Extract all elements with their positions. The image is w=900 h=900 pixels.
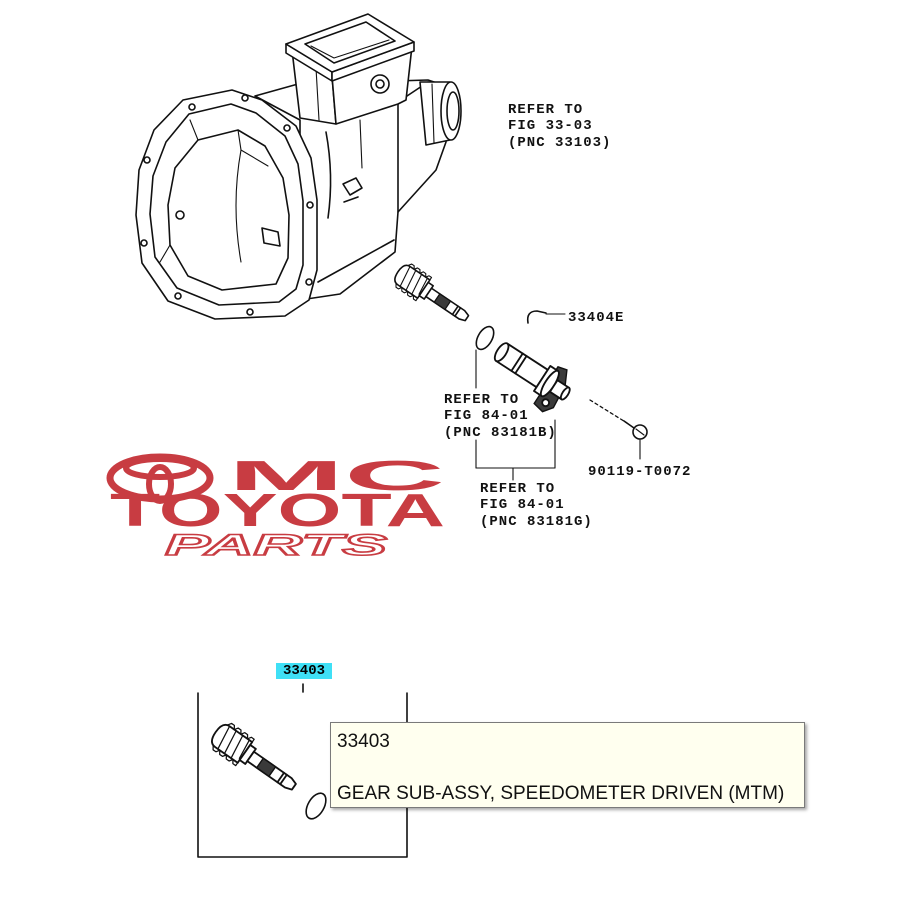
tailpiece-extension <box>419 81 462 146</box>
tooltip-part-number: 33403 <box>337 731 390 752</box>
case-lower-edge <box>317 239 395 283</box>
refer-line-3[interactable]: (PNC 33103) <box>508 135 611 151</box>
tooltip-description: GEAR SUB-ASSY, SPEEDOMETER DRIVEN (MTM) <box>337 783 785 804</box>
refer-line-3[interactable]: (PNC 83181B) <box>444 425 557 441</box>
watermark-toyota: TOYOTA <box>110 484 445 536</box>
sleeve-steps <box>510 352 528 375</box>
omc-toyota-parts-watermark: MC TOYOTA PARTS <box>106 452 445 563</box>
refer-line-3[interactable]: (PNC 83181G) <box>480 514 593 530</box>
gear-teeth-lines <box>399 265 428 295</box>
transmission-case <box>135 13 462 320</box>
bolt-hole <box>246 308 254 316</box>
clip-shape <box>526 310 547 324</box>
sleeve-nub-face <box>559 386 571 401</box>
gear-teeth-top <box>407 263 433 281</box>
tailpiece-shading <box>431 83 435 144</box>
tower-boss <box>370 74 390 94</box>
emblem-vertical-ring <box>146 464 174 504</box>
bell-inner-boss <box>175 210 185 220</box>
case-shading-line <box>359 119 363 169</box>
bolt-hole <box>306 201 314 209</box>
bolt-hole <box>241 94 249 102</box>
bell-rib <box>159 244 171 263</box>
gear-worm-band <box>433 293 452 311</box>
bell-housing-flange <box>135 89 318 320</box>
detail-speedometer-driven-gear[interactable] <box>206 719 303 800</box>
gear-teeth-bottom <box>212 745 239 767</box>
bell-housing-bore <box>167 129 290 291</box>
gear-teeth-lines <box>217 725 250 760</box>
case-side-rib <box>325 131 332 219</box>
tailpiece-bore <box>446 91 460 131</box>
refer-line-2[interactable]: FIG 84-01 <box>480 497 565 513</box>
bolt-hole <box>140 239 148 247</box>
bolt-90119-t0072[interactable]: 90119-T0072 <box>588 399 691 480</box>
bell-housing <box>135 89 318 320</box>
speedometer-driven-gear[interactable] <box>390 260 474 330</box>
flange-bolt-holes <box>140 94 314 316</box>
highlighted-part-callout[interactable]: 33403 <box>276 663 332 679</box>
clip-part-number[interactable]: 33404E <box>568 310 624 326</box>
refer-fig-84-01-a[interactable]: REFER TO FIG 84-01 (PNC 83181B) <box>444 392 557 441</box>
reference-bracket <box>475 349 556 481</box>
cover-opening-depth <box>310 39 390 59</box>
emblem-horizontal-ring <box>123 456 197 480</box>
bolt-hole <box>188 103 196 111</box>
bolt-head-mark <box>635 428 645 436</box>
refer-line-1[interactable]: REFER TO <box>508 102 583 118</box>
refer-fig-84-01-b[interactable]: REFER TO FIG 84-01 (PNC 83181G) <box>480 481 593 530</box>
case-small-rib <box>343 196 359 203</box>
detail-o-ring[interactable] <box>302 790 330 822</box>
refer-line-1[interactable]: REFER TO <box>444 392 519 408</box>
watermark-parts: PARTS <box>165 529 387 562</box>
release-fork-window <box>261 227 281 247</box>
gear-teeth-top <box>227 722 255 743</box>
gear-worm-band <box>255 757 277 778</box>
bolt-hole <box>174 292 182 300</box>
speedometer-sleeve <box>493 342 571 413</box>
clip-33404e[interactable]: 33404E <box>526 310 625 326</box>
refer-line-2[interactable]: FIG 33-03 <box>508 118 593 134</box>
o-ring[interactable] <box>473 324 498 353</box>
sleeve-end <box>493 342 510 363</box>
shift-tower-cover <box>285 13 415 82</box>
bolt-part-number[interactable]: 90119-T0072 <box>588 464 691 480</box>
bolt-hole <box>143 156 151 164</box>
watermark-mc: MC <box>228 452 445 499</box>
bolt-shank <box>623 420 635 429</box>
tailpiece-flange-ring <box>440 81 462 141</box>
bolt-hole <box>305 278 313 286</box>
gear-teeth-bottom <box>395 283 419 302</box>
gear-groove <box>451 305 462 317</box>
toyota-emblem-icon <box>106 453 214 504</box>
tower-boss-hole <box>375 79 385 89</box>
tower-front-line <box>315 67 320 121</box>
bell-housing-flange-inner <box>149 103 304 306</box>
case-mount-boss <box>342 177 363 196</box>
refer-fig-33-03[interactable]: REFER TO FIG 33-03 (PNC 33103) <box>508 102 611 151</box>
refer-line-1[interactable]: REFER TO <box>480 481 555 497</box>
bolt-hole <box>283 124 291 132</box>
bell-rib-upper <box>189 119 199 141</box>
gear-groove <box>276 771 288 786</box>
bolt-assembly-path <box>589 399 628 424</box>
cover-opening <box>304 21 396 64</box>
part-tooltip: 33403 GEAR SUB-ASSY, SPEEDOMETER DRIVEN … <box>330 722 805 808</box>
refer-line-2[interactable]: FIG 84-01 <box>444 408 529 424</box>
sleeve-bracket-hole <box>541 398 550 408</box>
bell-inner-curve <box>235 149 242 263</box>
